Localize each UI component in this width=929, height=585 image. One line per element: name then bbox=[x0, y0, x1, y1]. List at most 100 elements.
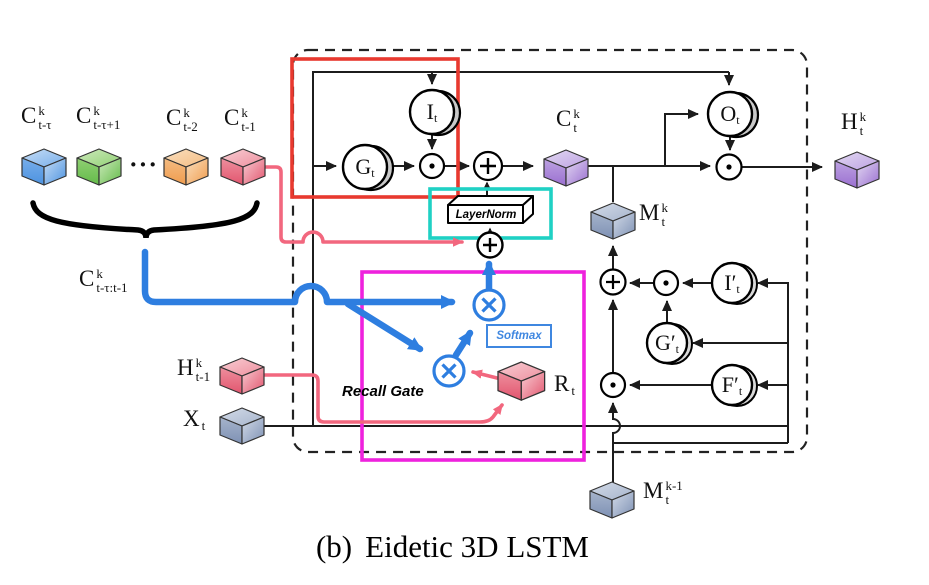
cube-right-face bbox=[241, 416, 265, 445]
cube-r-t bbox=[497, 361, 546, 401]
label-sub: t-τ+1 bbox=[93, 116, 121, 132]
cube-h-t-1 bbox=[219, 357, 265, 395]
label-base: M bbox=[639, 200, 660, 225]
pink-wires bbox=[263, 165, 504, 424]
m-prev-vertical-line bbox=[608, 402, 621, 483]
hadamard-product-icon bbox=[418, 152, 446, 180]
i-prime-gate-circle bbox=[710, 261, 758, 305]
caption-index: (b) bbox=[315, 529, 353, 564]
cube-c-t-1 bbox=[220, 148, 266, 186]
label-sub: t bbox=[201, 418, 206, 433]
label-base: C bbox=[166, 105, 182, 130]
gate-sub: t bbox=[371, 165, 375, 180]
lstm-cell-dashed-border bbox=[291, 48, 809, 454]
cube-c-t-tau-plus-1 bbox=[76, 148, 122, 186]
cube-c-t-tau bbox=[21, 148, 67, 186]
sum-icon bbox=[472, 150, 504, 182]
layernorm-slab bbox=[447, 195, 534, 224]
ellipsis-dots: ··· bbox=[129, 150, 159, 179]
label-sup: k bbox=[661, 200, 668, 215]
cube-c-t bbox=[543, 149, 589, 187]
label-sup: k-1 bbox=[665, 478, 683, 493]
o-gate-circle bbox=[706, 90, 760, 139]
gate-circles bbox=[341, 88, 760, 407]
cube-right-face bbox=[43, 157, 67, 186]
recall-gate-magenta-box bbox=[360, 270, 586, 462]
label-sub: t-τ bbox=[38, 116, 52, 132]
arrow-into-o-gate-left bbox=[664, 109, 699, 166]
gate-letter: O bbox=[720, 101, 737, 126]
arrow-riser-to-iprime bbox=[757, 278, 789, 443]
label-base: M bbox=[643, 478, 664, 503]
arrow-r-cube-to-matmul2 bbox=[471, 369, 499, 380]
label-sub: t bbox=[661, 213, 666, 229]
operator-nodes bbox=[418, 150, 743, 399]
layernorm-label: LayerNorm bbox=[455, 208, 517, 221]
cubes-layer bbox=[21, 148, 880, 519]
gate-letter: G bbox=[355, 154, 372, 179]
label-base: C bbox=[76, 103, 92, 128]
softmax-box bbox=[486, 324, 552, 348]
f-prime-gate-circle bbox=[710, 363, 758, 407]
gate-sub: t bbox=[433, 110, 438, 125]
label-sub: t bbox=[573, 119, 577, 135]
sum-icon bbox=[599, 268, 627, 296]
recall-gate-label: Recall Gate bbox=[342, 383, 424, 400]
wire-h-prev-to-r-cube bbox=[263, 373, 504, 424]
label-sub: t bbox=[571, 383, 575, 398]
cube-right-face bbox=[241, 366, 265, 395]
sum-icon bbox=[476, 231, 504, 259]
label-x-t: X t bbox=[183, 407, 205, 433]
blue-wires bbox=[141, 248, 496, 359]
gate-sub: t bbox=[738, 383, 743, 398]
wire-c-range-to-matmul2 bbox=[344, 300, 424, 353]
label-base: C bbox=[556, 106, 572, 131]
label-base: C bbox=[79, 266, 95, 291]
cube-right-face bbox=[856, 160, 880, 189]
label-sub: t bbox=[665, 491, 670, 507]
cube-m-t-k-1 bbox=[589, 481, 635, 519]
g-gate-circle bbox=[341, 143, 395, 192]
cube-m-t-k bbox=[590, 202, 636, 240]
cube-x-t bbox=[219, 407, 265, 445]
f-prime-gate-label: F′t bbox=[712, 365, 752, 405]
label-base: X bbox=[183, 406, 200, 431]
i-gate-circle bbox=[408, 88, 462, 137]
label-sup: k bbox=[183, 105, 190, 120]
cube-right-face bbox=[611, 490, 635, 519]
black-wires bbox=[264, 71, 823, 483]
gate-sub: t bbox=[736, 112, 740, 127]
cube-right-face bbox=[520, 370, 546, 401]
figure-caption: (b) Eidetic 3D LSTM bbox=[0, 529, 905, 565]
label-sup: k bbox=[241, 105, 248, 120]
gate-sub: t bbox=[675, 341, 680, 356]
hadamard-product-icon bbox=[599, 371, 627, 399]
cube-c-t-2 bbox=[163, 148, 209, 186]
cube-right-face bbox=[242, 157, 266, 186]
write-gates-red-box bbox=[290, 57, 460, 199]
caption-title: Eidetic 3D LSTM bbox=[365, 529, 589, 564]
label-sup: k bbox=[859, 109, 867, 124]
label-sup: k bbox=[573, 106, 580, 121]
label-sub: t-2 bbox=[183, 118, 198, 134]
wire-c-range-to-matmul1 bbox=[141, 248, 456, 309]
label-r-t: R t bbox=[554, 372, 575, 398]
g-prime-gate-circle bbox=[645, 321, 693, 365]
brace-under-memory-cubes bbox=[30, 200, 260, 239]
label-sup: k bbox=[96, 266, 103, 281]
label-sub: t-τ:t-1 bbox=[96, 279, 128, 295]
layernorm-top-face bbox=[447, 195, 534, 206]
cube-right-face bbox=[98, 157, 122, 186]
gate-letter: F′ bbox=[721, 372, 739, 397]
